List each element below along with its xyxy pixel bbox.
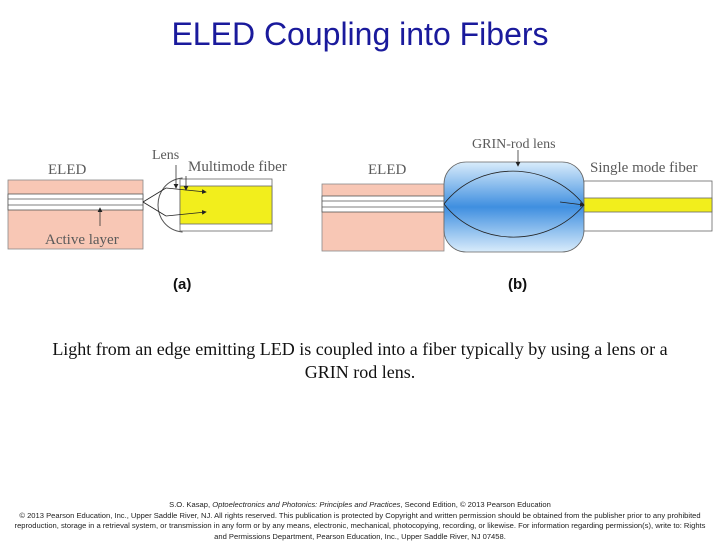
single-mode-fiber-label: Single mode fiber <box>590 160 697 176</box>
active-layer-stripes-a <box>8 194 143 210</box>
grin-rod-lens <box>444 162 584 252</box>
credit-line-2: © 2013 Pearson Education, Inc., Upper Sa… <box>10 511 710 542</box>
panel-a: ELED Lens Multimode fiber Active layer (… <box>8 148 287 293</box>
grin-rod-lens-label: GRIN-rod lens <box>472 137 556 152</box>
credit-line-1: S.O. Kasap, Optoelectronics and Photonic… <box>10 500 710 511</box>
credit-book-title: Optoelectronics and Photonics: Principle… <box>212 500 400 509</box>
eled-label-b: ELED <box>368 162 406 178</box>
figure-caption: Light from an edge emitting LED is coupl… <box>40 338 680 384</box>
lens-label-a: Lens <box>152 148 179 163</box>
eled-label-a: ELED <box>48 162 86 178</box>
slide-title: ELED Coupling into Fibers <box>0 16 720 53</box>
active-layer-stripes-b <box>322 196 444 212</box>
panel-label-b: (b) <box>508 276 527 293</box>
fiber-core-a <box>180 186 272 224</box>
credit-author: S.O. Kasap, <box>169 500 212 509</box>
eled-block-b <box>322 184 444 251</box>
multimode-fiber-label: Multimode fiber <box>188 159 287 175</box>
fiber-core-b <box>584 198 712 212</box>
panel-label-a: (a) <box>173 276 191 293</box>
lens-a <box>158 178 182 232</box>
eled-coupling-figure: ELED Lens Multimode fiber Active layer (… <box>0 130 720 300</box>
credit-edition: , Second Edition, © 2013 Pearson Educati… <box>400 500 550 509</box>
panel-b: ELED GRIN-rod lens Single mode fiber (b) <box>322 137 712 293</box>
copyright-credit: S.O. Kasap, Optoelectronics and Photonic… <box>10 500 710 542</box>
active-layer-label: Active layer <box>45 232 119 248</box>
